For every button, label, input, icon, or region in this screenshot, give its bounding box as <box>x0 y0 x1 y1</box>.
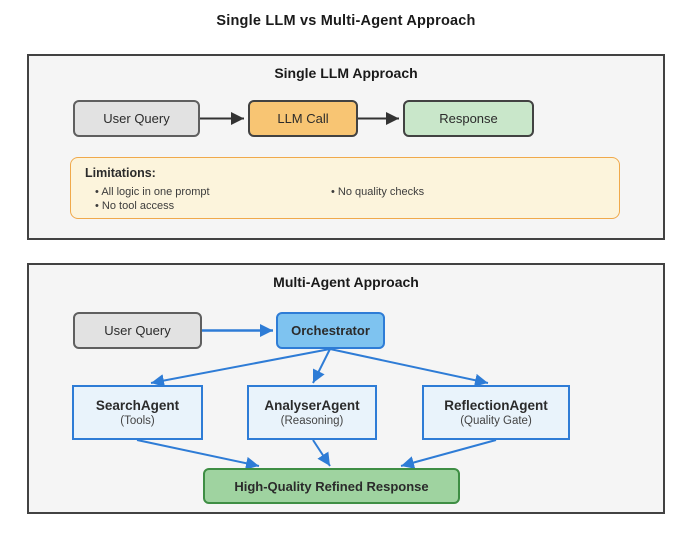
node-final-response: High-Quality Refined Response <box>203 468 460 504</box>
node-reflection-agent: ReflectionAgent (Quality Gate) <box>422 385 570 440</box>
arrow-orchestrator-to-reflectionagent <box>329 348 489 387</box>
limitation-item: No tool access <box>95 199 321 213</box>
limitations-column-1: All logic in one prompt No tool access <box>85 185 321 213</box>
reflection-agent-subtitle: (Quality Gate) <box>460 415 532 427</box>
diagram-title: Single LLM vs Multi-Agent Approach <box>216 13 476 29</box>
limitation-item: No quality checks <box>331 185 424 199</box>
multi-agent-panel: Multi-Agent Approach User Query Orchestr… <box>27 263 665 514</box>
node-user-query-multi-label: User Query <box>104 323 171 338</box>
reflection-agent-name: ReflectionAgent <box>444 398 548 413</box>
search-agent-subtitle: (Tools) <box>120 415 155 427</box>
node-user-query-multi: User Query <box>73 312 202 349</box>
analyser-agent-subtitle: (Reasoning) <box>280 415 344 427</box>
analyser-agent-name: AnalyserAgent <box>264 398 360 413</box>
limitation-item: All logic in one prompt <box>95 185 321 199</box>
node-llm-call: LLM Call <box>248 100 358 137</box>
node-search-agent: SearchAgent (Tools) <box>72 385 203 440</box>
arrow-analyseragent-to-final <box>312 439 331 467</box>
single-llm-panel: Single LLM Approach User Query LLM Call … <box>27 54 665 240</box>
arrow-orchestrator-to-searchagent <box>150 348 331 387</box>
limitations-box: Limitations: All logic in one prompt No … <box>70 157 620 219</box>
node-user-query-single: User Query <box>73 100 200 137</box>
node-final-response-label: High-Quality Refined Response <box>234 478 429 494</box>
arrow-orchestrator-to-analyseragent <box>312 348 331 384</box>
single-llm-panel-title: Single LLM Approach <box>274 65 418 81</box>
arrow-reflectionagent-to-final <box>400 439 497 469</box>
node-orchestrator-label: Orchestrator <box>291 323 370 338</box>
search-agent-name: SearchAgent <box>95 398 180 413</box>
limitations-column-2: No quality checks <box>321 185 424 213</box>
limitations-heading: Limitations: <box>85 166 156 180</box>
arrow-searchagent-to-final <box>136 439 260 470</box>
node-response-label: Response <box>439 111 498 126</box>
node-llm-call-label: LLM Call <box>277 111 329 126</box>
node-response: Response <box>403 100 534 137</box>
multi-agent-panel-title: Multi-Agent Approach <box>273 274 419 290</box>
node-analyser-agent: AnalyserAgent (Reasoning) <box>247 385 377 440</box>
node-orchestrator: Orchestrator <box>276 312 385 349</box>
node-user-query-single-label: User Query <box>103 111 170 126</box>
